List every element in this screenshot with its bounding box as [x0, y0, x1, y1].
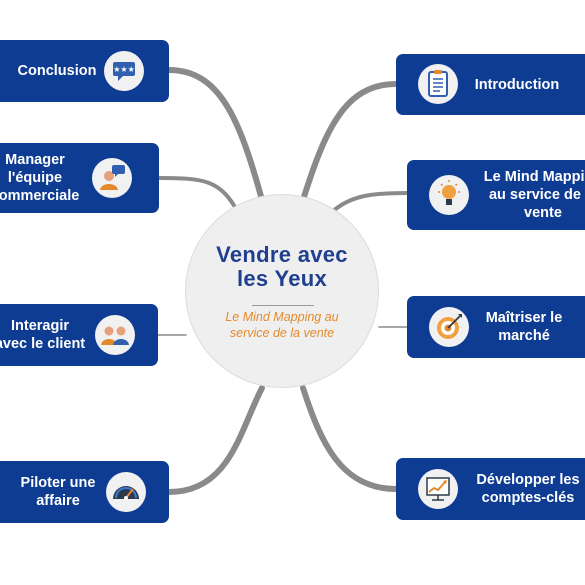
- branch-label: Le Mind Mapping au service de la vente: [483, 169, 585, 221]
- branch-label: Développer les comptes-clés: [476, 472, 580, 506]
- branch-label: Maîtriser le marché: [485, 310, 563, 344]
- rating-stars-chat-icon: ★★★: [104, 51, 144, 91]
- connector-mindmapping: [330, 191, 409, 214]
- connector-introduction: [300, 81, 399, 203]
- speedometer-icon: [106, 472, 146, 512]
- connector-developper: [300, 385, 399, 492]
- branch-interagir[interactable]: Interagir avec le client: [0, 304, 158, 366]
- growth-chart-icon: [418, 469, 458, 509]
- central-subtitle: Le Mind Mapping au service de la vente: [225, 310, 339, 340]
- central-topic[interactable]: Vendre avec les Yeux Le Mind Mapping au …: [185, 194, 379, 388]
- branch-developper[interactable]: Développer les comptes-clés: [396, 458, 585, 520]
- clipboard-icon: [418, 64, 458, 104]
- two-people-icon: [95, 315, 135, 355]
- svg-text:★★★: ★★★: [113, 65, 135, 74]
- target-icon: [429, 307, 469, 347]
- central-title: Vendre avec les Yeux: [216, 242, 348, 291]
- title-divider: [252, 305, 314, 306]
- branch-piloter[interactable]: Piloter une affaire: [0, 461, 169, 523]
- branch-label: Interagir avec le client: [0, 318, 86, 352]
- branch-conclusion[interactable]: Conclusion ★★★: [0, 40, 169, 102]
- branch-introduction[interactable]: Introduction: [396, 54, 585, 115]
- branch-label: Conclusion: [17, 63, 97, 79]
- connector-piloter: [166, 385, 265, 495]
- branch-label: Manager l'équipe commerciale: [0, 152, 80, 204]
- connector-conclusion: [166, 67, 265, 203]
- branch-manager[interactable]: Manager l'équipe commerciale: [0, 143, 159, 213]
- speaker-chat-icon: [92, 158, 132, 198]
- connector-manager: [157, 176, 240, 214]
- branch-label: Piloter une affaire: [20, 475, 96, 509]
- branch-maitriser[interactable]: Maîtriser le marché: [407, 296, 585, 358]
- lightbulb-icon: [429, 175, 469, 215]
- branch-label: Introduction: [474, 76, 560, 93]
- branch-mindmapping[interactable]: Le Mind Mapping au service de la vente: [407, 160, 585, 230]
